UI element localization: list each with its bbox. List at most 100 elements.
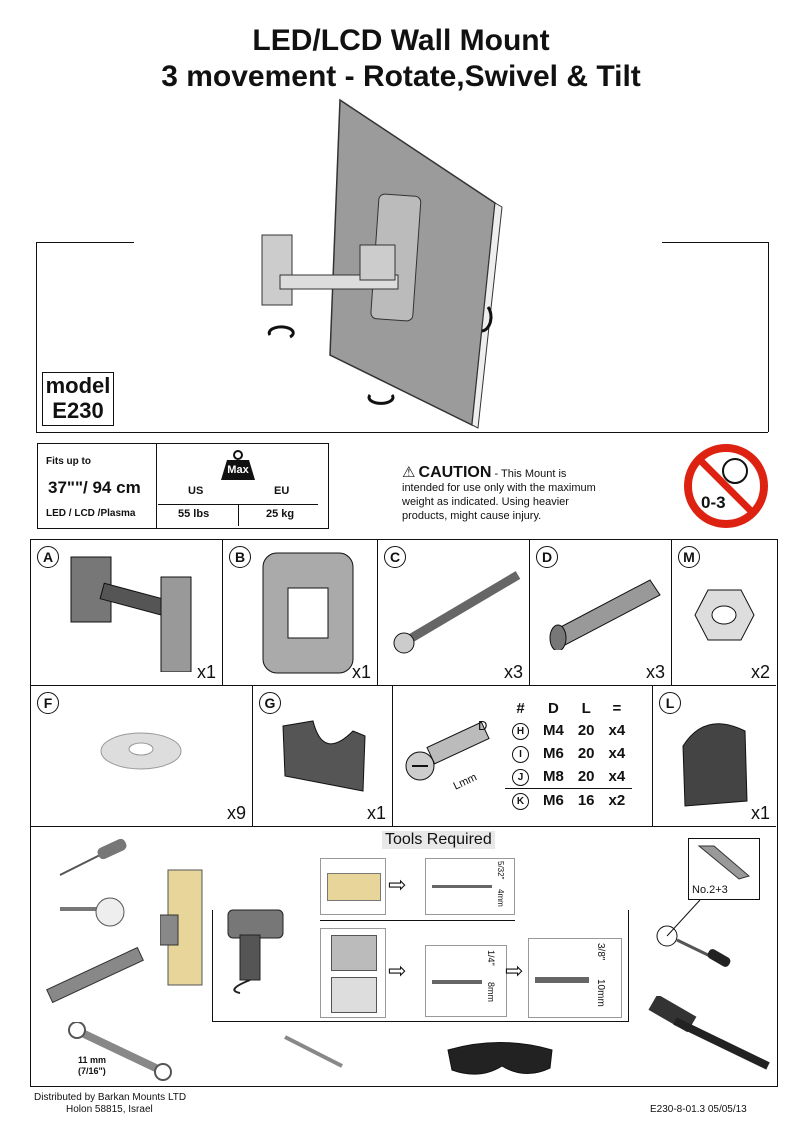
- screw-q: x2: [608, 792, 626, 809]
- washer-icon: [100, 732, 182, 770]
- tape-measure-icon: [60, 897, 125, 927]
- screw-q: x4: [608, 768, 626, 785]
- drill-bracket-bottom: [212, 1021, 628, 1022]
- pencil-icon: [284, 1035, 343, 1068]
- masonry-bit-box-2: 3/8" 10mm: [528, 938, 622, 1018]
- masonry-bit-icon: [535, 977, 589, 983]
- concrete-block-icon: [331, 935, 377, 971]
- screw-row: H M4 20 x4: [505, 719, 632, 742]
- footer-distributor: Distributed by Barkan Mounts LTD: [34, 1092, 187, 1103]
- wall-anchor-icon: [549, 579, 661, 650]
- screw-id: K: [512, 793, 529, 810]
- part-letter: B: [229, 546, 251, 568]
- screw-spec-table: # D L = H M4 20 x4 I M6 20 x4 J M8 20 x4…: [505, 698, 633, 813]
- wood-drill-bit-box: 5/32" 4mm: [425, 858, 515, 915]
- caution-block: ⚠ CAUTION - This Mount is intended for u…: [402, 464, 662, 523]
- part-qty: x1: [750, 803, 770, 823]
- part-cell-M: M x2: [672, 540, 776, 686]
- hero-frame-left: [36, 242, 37, 432]
- screw-header: #: [516, 700, 525, 717]
- hero-frame-bottom: [36, 432, 768, 433]
- screwdriver-bit-box: No.2+3: [688, 838, 760, 900]
- drill-wood-size2: 4mm: [496, 889, 505, 907]
- screw-d: M8: [543, 768, 564, 785]
- part-letter: M: [678, 546, 700, 568]
- screw-id: I: [512, 746, 529, 763]
- wood-stud-icon: [160, 869, 203, 986]
- machine-screw-icon: [405, 721, 490, 781]
- screwdriver-size: No.2+3: [692, 884, 728, 896]
- no-children-icon: 0-3: [683, 443, 769, 529]
- part-cell-D: D x3: [530, 540, 672, 686]
- tools-divider: [320, 920, 515, 921]
- drill-bracket-left: [212, 910, 213, 1022]
- awl-icon: [59, 838, 127, 876]
- model-label: model: [45, 373, 111, 398]
- part-cell-G: G x1: [253, 686, 393, 827]
- part-qty: x3: [645, 662, 665, 682]
- screw-l: 20: [577, 768, 595, 785]
- model-box: model E230: [42, 372, 114, 426]
- caution-text2: intended for use only with the maximum: [402, 482, 596, 494]
- caution-icon: ⚠: [402, 464, 416, 481]
- part-letter: C: [384, 546, 406, 568]
- arrow-right-icon: ⇨: [388, 958, 407, 983]
- part-qty: x1: [366, 803, 386, 823]
- part-cell-B: B x1: [223, 540, 378, 686]
- us-label: US: [188, 485, 204, 497]
- screw-row: J M8 20 x4: [505, 765, 633, 789]
- weight-icon: Max: [220, 450, 256, 480]
- part-cell-F: F x9: [31, 686, 253, 827]
- part-qty: x3: [503, 662, 523, 682]
- age-warning: 0-3: [701, 493, 726, 512]
- caution-text4: products, might cause injury.: [402, 510, 542, 522]
- drill-bracket-right: [628, 910, 629, 1022]
- drill-conc-size3: 3/8": [595, 943, 606, 961]
- part-qty: x2: [750, 662, 770, 682]
- wood-block-icon: [327, 873, 381, 901]
- part-letter: D: [536, 546, 558, 568]
- caution-title: CAUTION: [418, 464, 492, 481]
- part-cell-L: L x1: [653, 686, 776, 827]
- masonry-bit-box-1: 1/4" 8mm: [425, 945, 507, 1017]
- phillips-bit-icon: [697, 845, 751, 880]
- title-line1: LED/LCD Wall Mount: [252, 24, 550, 57]
- us-value: 55 lbs: [178, 508, 210, 520]
- screw-header: =: [612, 700, 622, 717]
- cable-clip-icon: [282, 720, 366, 792]
- hollow-block-icon: [331, 977, 377, 1013]
- weight-badge: Max: [227, 464, 249, 476]
- footer-doc-code: E230-8-01.3 05/05/13: [650, 1104, 747, 1115]
- spirit-level-icon: [46, 946, 144, 1004]
- wall-mount-illustration: [261, 98, 503, 429]
- wrench-size-in: (7/16"): [78, 1066, 106, 1076]
- drill-wood-size1: 5/32": [496, 861, 505, 880]
- screw-d: M4: [543, 722, 564, 739]
- parts-grid: [30, 539, 778, 1087]
- hero-frame-top-right: [662, 242, 768, 243]
- screw-header: D: [548, 700, 559, 717]
- part-letter: G: [259, 692, 281, 714]
- screw-row: K M6 16 x2: [505, 789, 632, 813]
- screw-d: M6: [543, 745, 564, 762]
- footer-address: Holon 58815, Israel: [66, 1104, 153, 1115]
- screw-row: I M6 20 x4: [505, 742, 632, 765]
- model-number: E230: [52, 398, 104, 423]
- part-cell-C: C x3: [378, 540, 530, 686]
- power-drill-icon: [227, 909, 284, 994]
- screw-header-row: # D L =: [505, 698, 632, 719]
- screwdriver-icon: [656, 899, 731, 967]
- masonry-material-box: [320, 928, 386, 1018]
- wrench-icon: [68, 1022, 172, 1081]
- caution-text3: weight as indicated. Using heavier: [402, 496, 569, 508]
- part-letter: A: [37, 546, 59, 568]
- hex-nut-icon: [694, 589, 755, 641]
- eu-label: EU: [274, 485, 290, 497]
- vesa-plate-icon: [262, 552, 354, 674]
- part-qty: x1: [351, 662, 371, 682]
- fits-heading: Fits up to: [46, 456, 91, 467]
- fits-size: 37""/ 94 cm: [48, 478, 141, 497]
- lag-screw-icon: [393, 571, 521, 654]
- cover-cap-icon: [682, 723, 748, 807]
- part-letter: F: [37, 692, 59, 714]
